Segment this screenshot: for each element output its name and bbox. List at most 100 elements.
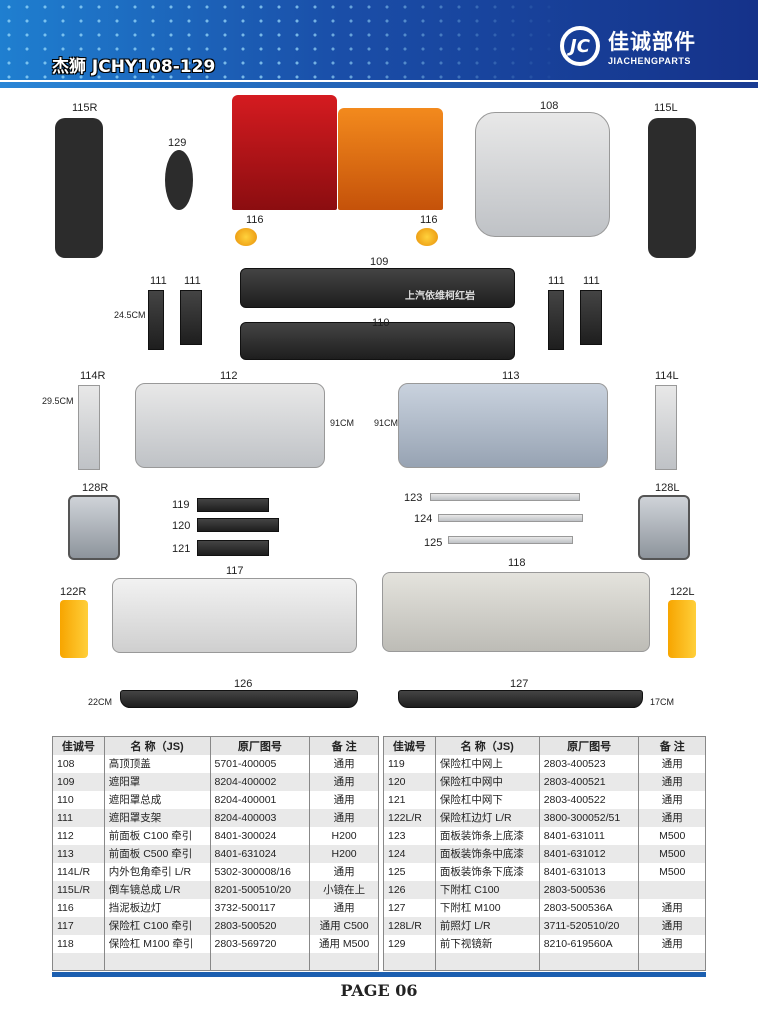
part-name: 挡泥板边灯 bbox=[103, 898, 210, 917]
label-128L: 128L bbox=[655, 482, 680, 494]
part-name: 保险杠中网上 bbox=[434, 754, 540, 773]
label-127: 127 bbox=[510, 678, 529, 690]
part-name: 遮阳罩支架 bbox=[103, 808, 210, 827]
oem-number: 2803-400522 bbox=[538, 790, 639, 809]
oem-number: 2803-569720 bbox=[209, 934, 310, 953]
part-name: 前面板 C100 牵引 bbox=[103, 826, 210, 845]
remark: 通用 bbox=[638, 898, 706, 917]
remark: M500 bbox=[638, 862, 706, 881]
dim-22cm: 22CM bbox=[88, 697, 113, 707]
col-header: 备 注 bbox=[309, 736, 379, 755]
part-number: 113 bbox=[52, 844, 105, 863]
remark: 通用 bbox=[638, 754, 706, 773]
remark: 通用 bbox=[309, 898, 379, 917]
page-number: PAGE 06 bbox=[340, 981, 418, 1000]
oem-number: 8204-400002 bbox=[209, 772, 310, 791]
col-header: 佳诚号 bbox=[52, 736, 105, 755]
remark: 通用 bbox=[309, 772, 379, 791]
part-119-grille bbox=[197, 498, 269, 512]
label-111: 111 bbox=[583, 275, 600, 287]
part-name: 保险杠边灯 L/R bbox=[434, 808, 540, 827]
remark: 通用 bbox=[309, 790, 379, 809]
remark bbox=[309, 952, 379, 971]
label-116: 116 bbox=[246, 214, 264, 226]
part-113-front-panel bbox=[398, 383, 608, 468]
part-108-roof bbox=[475, 112, 610, 237]
remark bbox=[638, 952, 706, 971]
part-name: 面板装饰条上底漆 bbox=[434, 826, 540, 845]
part-125-trim bbox=[448, 536, 573, 544]
part-name: 倒车镜总成 L/R bbox=[103, 880, 210, 899]
label-115R: 115R bbox=[72, 102, 98, 114]
logo-cn: 佳诚部件 bbox=[608, 30, 696, 54]
header-banner bbox=[0, 0, 758, 80]
part-number: 128L/R bbox=[383, 916, 436, 935]
part-number: 116 bbox=[52, 898, 105, 917]
oem-number: 8401-631012 bbox=[538, 844, 639, 863]
oem-number: 3732-500117 bbox=[209, 898, 310, 917]
part-number: 117 bbox=[52, 916, 105, 935]
part-name: 保险杠 C100 牵引 bbox=[103, 916, 210, 935]
part-110-sunshade-assembly bbox=[240, 322, 515, 360]
label-118: 118 bbox=[508, 557, 526, 569]
remark: 通用 bbox=[638, 790, 706, 809]
part-number: 127 bbox=[383, 898, 436, 917]
col-header: 名 称（JS) bbox=[103, 736, 210, 755]
page-title: 杰狮 JCHY108-129 bbox=[52, 57, 216, 77]
oem-number: 8210-619560A bbox=[538, 934, 639, 953]
truck-orange-image bbox=[338, 108, 443, 210]
dim-29.5cm: 29.5CM bbox=[42, 396, 74, 406]
part-111-bracket bbox=[148, 290, 164, 350]
part-115L-mirror bbox=[648, 118, 696, 258]
dim-91cm: 91CM bbox=[374, 418, 399, 428]
oem-number: 8401-631013 bbox=[538, 862, 639, 881]
label-122L: 122L bbox=[670, 586, 695, 598]
oem-number: 8401-631011 bbox=[538, 826, 639, 845]
remark: 通用 bbox=[309, 862, 379, 881]
remark: 通用 C500 bbox=[309, 916, 379, 935]
part-name: 面板装饰条下底漆 bbox=[434, 862, 540, 881]
part-number: 122L/R bbox=[383, 808, 436, 827]
part-number: 114L/R bbox=[52, 862, 105, 881]
part-117-bumper bbox=[112, 578, 357, 653]
part-name: 遮阳罩 bbox=[103, 772, 210, 791]
label-121: 121 bbox=[172, 543, 191, 555]
label-111: 111 bbox=[150, 275, 167, 287]
part-name: 面板装饰条中底漆 bbox=[434, 844, 540, 863]
oem-number: 2803-500536A bbox=[538, 898, 639, 917]
label-109: 109 bbox=[370, 256, 389, 268]
part-111-bracket bbox=[580, 290, 602, 345]
label-114R: 114R bbox=[80, 370, 106, 382]
part-name: 下附杠 M100 bbox=[434, 898, 540, 917]
part-116-lamp bbox=[416, 228, 438, 246]
part-name: 保险杠中网下 bbox=[434, 790, 540, 809]
label-115L: 115L bbox=[654, 102, 678, 114]
col-header: 备 注 bbox=[638, 736, 706, 755]
part-number: 121 bbox=[383, 790, 436, 809]
label-116: 116 bbox=[420, 214, 438, 226]
part-name: 前照灯 L/R bbox=[434, 916, 540, 935]
part-122L-lamp bbox=[668, 600, 696, 658]
remark: 通用 bbox=[638, 934, 706, 953]
part-120-grille bbox=[197, 518, 279, 532]
label-120: 120 bbox=[172, 520, 191, 532]
part-number: 115L/R bbox=[52, 880, 105, 899]
oem-number: 2803-500520 bbox=[209, 916, 310, 935]
part-number: 112 bbox=[52, 826, 105, 845]
remark: 通用 M500 bbox=[309, 934, 379, 953]
part-128R-headlamp bbox=[68, 495, 120, 560]
part-name: 高顶顶盖 bbox=[103, 754, 210, 773]
part-121-grille bbox=[197, 540, 269, 556]
label-122R: 122R bbox=[60, 586, 87, 598]
label-125: 125 bbox=[424, 537, 443, 549]
oem-number bbox=[209, 952, 310, 971]
